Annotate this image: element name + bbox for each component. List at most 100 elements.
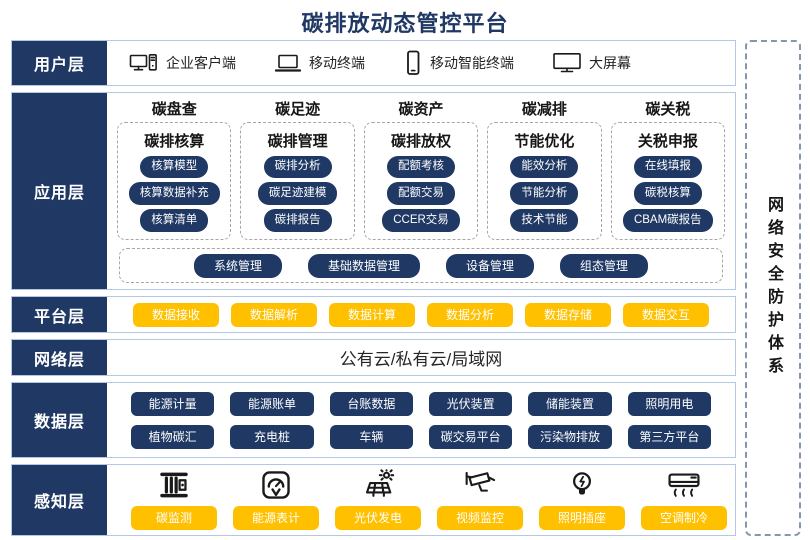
app-column-title: 碳资产	[398, 101, 444, 118]
app-column-subtitle: 碳排管理	[267, 133, 328, 151]
user-device-label: 企业客户端	[166, 55, 236, 71]
app-module-pill: 碳排报告	[263, 209, 332, 232]
platform-service-button: 数据解析	[231, 302, 317, 327]
app-content: 碳盘查碳排核算核算模型核算数据补充核算清单碳足迹碳排管理碳排分析碳足迹建模碳排报…	[107, 93, 735, 289]
common-module-pill: 基础数据管理	[307, 253, 420, 278]
layer-data-label: 数据层	[12, 383, 107, 457]
app-column: 碳减排节能优化能效分析节能分析技术节能	[487, 97, 602, 240]
desktop-client-icon	[129, 52, 159, 75]
app-column-box: 节能优化能效分析节能分析技术节能	[487, 122, 602, 240]
network-text: 公有云/私有云/局域网	[339, 350, 503, 369]
common-modules-box: 系统管理基础数据管理设备管理组态管理	[119, 248, 723, 283]
app-column-box: 碳排放权配额考核配额交易 CCER交易	[363, 122, 479, 240]
data-source-button: 台账数据	[329, 391, 413, 416]
perception-label-button: 碳监测	[131, 506, 217, 530]
app-module-pill: 核算模型	[140, 155, 209, 179]
data-source-button: 照明用电	[627, 391, 711, 416]
data-source-button: 第三方平台	[627, 424, 711, 449]
app-module-pill: 节能分析	[510, 182, 579, 205]
perception-item: 空调制冷	[641, 471, 727, 530]
layer-perception-label: 感知层	[12, 465, 107, 535]
smartphone-icon	[403, 50, 423, 76]
common-module-pill: 设备管理	[446, 253, 535, 278]
app-module-pill: 在线填报	[633, 155, 702, 179]
platform-service-button: 数据分析	[427, 302, 513, 327]
user-device: 大屏幕	[552, 51, 631, 75]
data-source-button: 光伏装置	[429, 391, 513, 416]
light-bulb-icon	[567, 469, 597, 501]
data-source-button: 储能装置	[528, 391, 612, 416]
app-columns: 碳盘查碳排核算核算模型核算数据补充核算清单碳足迹碳排管理碳排分析碳足迹建模碳排报…	[117, 97, 726, 240]
layer-platform-label: 平台层	[12, 297, 107, 332]
perception-label-button: 能源表计	[233, 506, 319, 530]
app-module-pill: 核算数据补充	[128, 182, 220, 205]
app-column: 碳足迹碳排管理碳排分析碳足迹建模碳排报告	[240, 97, 355, 240]
app-column: 碳盘查碳排核算核算模型核算数据补充核算清单	[117, 97, 232, 240]
data-source-button: 碳交易平台	[429, 424, 513, 449]
platform-service-button: 数据接收	[133, 302, 219, 327]
app-column-subtitle: 关税申报	[637, 133, 698, 151]
data-source-button: 污染物排放	[528, 424, 612, 449]
perception-label-button: 空调制冷	[641, 506, 727, 530]
perception-item: 光伏发电	[335, 469, 421, 530]
layer-app-label: 应用层	[12, 93, 107, 289]
app-module-pill: CCER交易	[382, 209, 460, 232]
app-column-subtitle: 碳排核算	[144, 133, 205, 151]
data-source-button: 能源账单	[230, 391, 314, 416]
layer-data: 数据层 能源计量能源账单台账数据光伏装置储能装置照明用电植物碳汇充电桩车辆碳交易…	[11, 382, 736, 458]
platform-service-button: 数据计算	[329, 302, 415, 327]
perception-label-button: 视频监控	[437, 506, 523, 530]
data-sources-grid: 能源计量能源账单台账数据光伏装置储能装置照明用电植物碳汇充电桩车辆碳交易平台污染…	[107, 383, 735, 457]
app-module-pill: 核算清单	[140, 209, 209, 232]
solar-panel-icon	[361, 469, 395, 501]
user-device: 移动智能终端	[403, 50, 514, 76]
platform-service-button: 数据交互	[623, 302, 709, 327]
perception-label-button: 照明插座	[539, 506, 625, 530]
user-device: 移动终端	[274, 52, 365, 74]
app-column-box: 关税申报在线填报碳税核算 CBAM碳报告	[610, 122, 726, 240]
app-column-title: 碳减排	[521, 101, 567, 118]
data-source-button: 植物碳汇	[131, 424, 215, 449]
app-module-pill: CBAM碳报告	[622, 209, 713, 232]
app-module-pill: 碳税核算	[633, 182, 702, 205]
user-device-label: 移动终端	[309, 55, 365, 71]
app-module-pill: 配额考核	[387, 155, 456, 179]
energy-meter-icon	[260, 469, 292, 501]
perception-item: 照明插座	[539, 469, 625, 530]
app-column: 碳资产碳排放权配额考核配额交易 CCER交易	[363, 97, 479, 240]
app-column-title: 碳足迹	[275, 101, 321, 118]
app-module-pill: 能效分析	[510, 155, 579, 179]
app-column-box: 碳排核算核算模型核算数据补充核算清单	[117, 122, 232, 240]
laptop-icon	[274, 52, 302, 74]
carbon-monitor-icon	[158, 469, 190, 501]
security-sidebar-label: 网络安全防护体系	[765, 196, 782, 380]
layers-container: 用户层 企业客户端移动终端移动智能终端大屏幕 应用层 碳盘查碳排核算核算模型核算…	[11, 40, 736, 536]
app-column-box: 碳排管理碳排分析碳足迹建模碳排报告	[240, 122, 355, 240]
user-device-label: 大屏幕	[589, 55, 631, 71]
app-module-pill: 技术节能	[510, 209, 579, 232]
app-module-pill: 碳排分析	[263, 155, 332, 179]
layer-app: 应用层 碳盘查碳排核算核算模型核算数据补充核算清单碳足迹碳排管理碳排分析碳足迹建…	[11, 92, 736, 290]
perception-label-button: 光伏发电	[335, 506, 421, 530]
page-title: 碳排放动态管控平台	[301, 11, 509, 36]
layer-network-label: 网络层	[12, 340, 107, 375]
user-device-label: 移动智能终端	[430, 55, 514, 71]
cctv-camera-icon	[463, 469, 497, 501]
user-devices: 企业客户端 移动终端 移动智能终端 大屏幕	[107, 41, 735, 85]
common-module-pill: 系统管理	[193, 253, 282, 278]
app-column-subtitle: 碳排放权	[391, 133, 452, 151]
app-column-title: 碳关税	[645, 101, 691, 118]
data-source-button: 车辆	[329, 424, 413, 449]
layer-user: 用户层 企业客户端移动终端移动智能终端大屏幕	[11, 40, 736, 86]
perception-item: 碳监测	[131, 469, 217, 530]
app-module-pill: 碳足迹建模	[257, 182, 338, 205]
layer-network: 网络层 公有云/私有云/局域网	[11, 339, 736, 376]
air-conditioner-icon	[666, 471, 702, 501]
perception-items: 碳监测能源表计光伏发电视频监控照明插座空调制冷	[107, 465, 751, 535]
network-content: 公有云/私有云/局域网	[107, 340, 735, 375]
big-screen-icon	[552, 51, 582, 75]
security-sidebar: 网络安全防护体系	[745, 40, 801, 536]
app-module-pill: 配额交易	[387, 182, 456, 205]
user-device: 企业客户端	[129, 52, 236, 75]
